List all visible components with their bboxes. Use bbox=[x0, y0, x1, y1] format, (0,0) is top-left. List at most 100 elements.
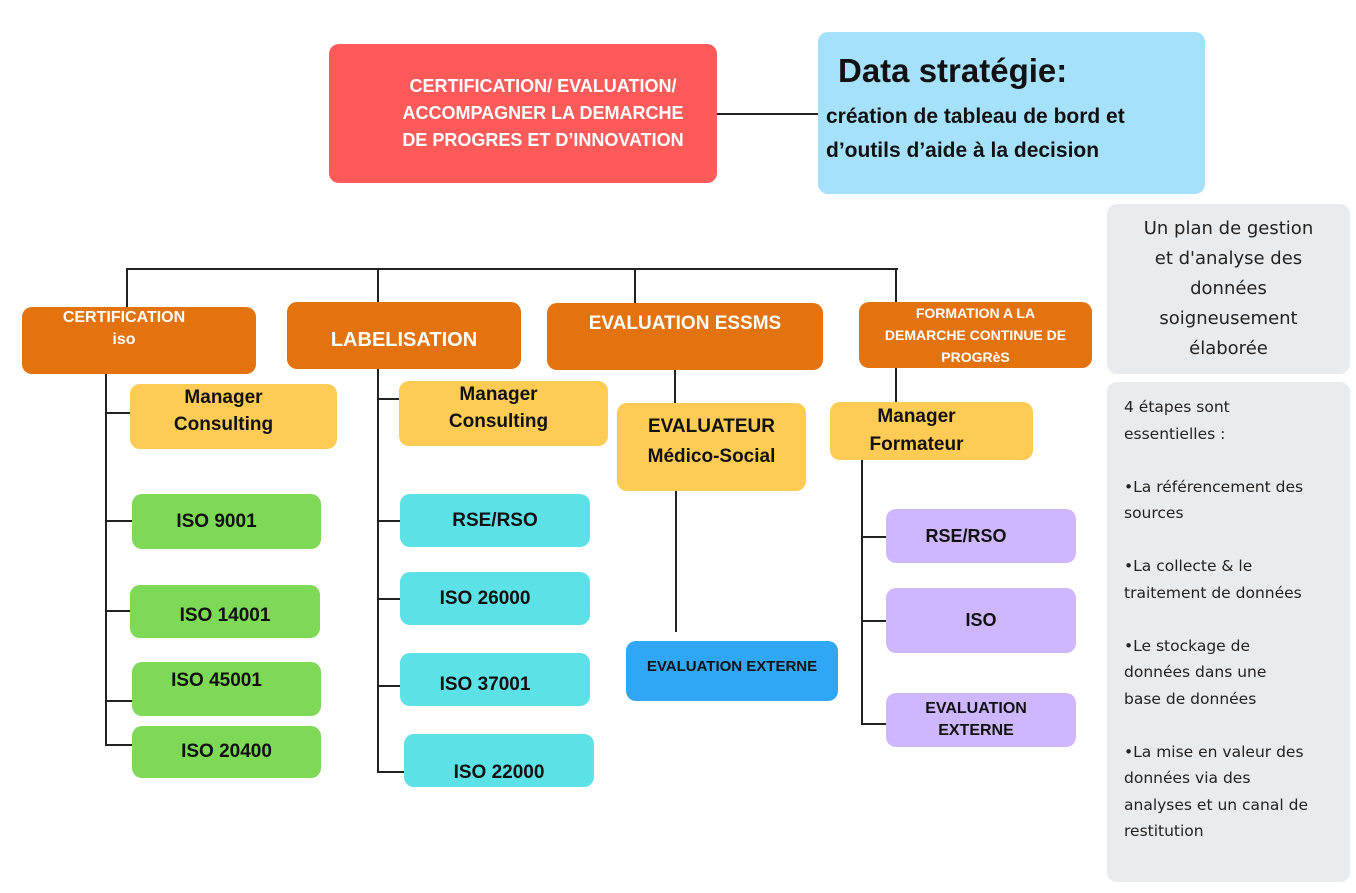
box-text: soigneusement bbox=[1159, 308, 1298, 329]
box-text: EVALUATION ESSMS bbox=[588, 313, 782, 334]
connector bbox=[127, 268, 898, 270]
step-line: •La collecte & le bbox=[1124, 557, 1253, 575]
box-text: et d'analyse des bbox=[1154, 248, 1303, 269]
evaluation-externe-box: EVALUATION EXTERNE bbox=[886, 693, 1076, 747]
connector bbox=[634, 268, 636, 303]
step-line: sources bbox=[1124, 504, 1184, 522]
box-text: ISO 22000 bbox=[453, 762, 545, 783]
data-strategy-title: Data stratégie: bbox=[838, 52, 1068, 89]
step-line: analyses et un canal de bbox=[1124, 795, 1308, 814]
box-text: ISO 45001 bbox=[171, 670, 262, 691]
data-strategy-box: Data stratégie: création de tableau de b… bbox=[818, 32, 1205, 194]
box-text: DEMARCHE CONTINUE DE bbox=[884, 327, 1067, 343]
box-text: PROGRèS bbox=[941, 349, 1010, 365]
step-line: données via des bbox=[1124, 769, 1251, 787]
box-text: d’outils d’aide à la decision bbox=[826, 139, 1100, 162]
iso-37001-box: ISO 37001 bbox=[400, 653, 590, 706]
certification-evaluation-box: CERTIFICATION/ EVALUATION/ACCOMPAGNER LA… bbox=[329, 44, 717, 183]
connector bbox=[126, 268, 128, 307]
connector bbox=[861, 460, 863, 724]
connector bbox=[377, 398, 399, 400]
certification-iso-head: CERTIFICATION iso bbox=[22, 307, 256, 374]
iso-20400-box: ISO 20400 bbox=[132, 726, 321, 778]
box-text: EVALUATION bbox=[925, 700, 1027, 717]
step-line bbox=[1124, 606, 1350, 633]
formation-head: FORMATION A LA DEMARCHE CONTINUE DE PROGRè… bbox=[859, 302, 1092, 368]
evaluateur-box: EVALUATEUR Médico-Social bbox=[617, 403, 806, 491]
step-line: essentielles : bbox=[1124, 424, 1226, 443]
step-line: base de données bbox=[1124, 689, 1257, 708]
step-line: •Le stockage de bbox=[1124, 636, 1251, 655]
connector bbox=[377, 771, 404, 773]
connector bbox=[105, 520, 132, 522]
box-text: iso bbox=[112, 331, 136, 348]
box-text: ISO 26000 bbox=[439, 587, 531, 609]
connector bbox=[675, 491, 677, 632]
iso-26000-box: ISO 26000 bbox=[400, 572, 590, 625]
box-text: Consulting bbox=[173, 414, 274, 435]
connector bbox=[377, 598, 400, 600]
box-text: RSE/RSO bbox=[452, 509, 538, 531]
iso-9001-box: ISO 9001 bbox=[132, 494, 321, 549]
connector bbox=[377, 685, 400, 687]
box-text: EVALUATEUR bbox=[647, 416, 776, 437]
box-text: Médico-Social bbox=[647, 446, 776, 467]
connector bbox=[861, 536, 886, 538]
connector bbox=[674, 370, 676, 403]
box-text: Consulting bbox=[448, 411, 549, 432]
step-line: •La référencement des bbox=[1124, 477, 1304, 496]
iso-14001-box: ISO 14001 bbox=[130, 585, 320, 638]
step-line bbox=[1124, 447, 1350, 474]
step-line bbox=[1124, 712, 1350, 739]
box-text: EXTERNE bbox=[938, 722, 1014, 739]
box-text: ACCOMPAGNER LA DEMARCHE bbox=[402, 103, 684, 123]
plan-box: Un plan de gestion et d'analyse des donnée… bbox=[1107, 204, 1350, 374]
box-text: élaborée bbox=[1189, 338, 1268, 359]
step-line: restitution bbox=[1124, 822, 1204, 840]
rse-rso-box: RSE/RSO bbox=[400, 494, 590, 547]
connector bbox=[105, 744, 132, 746]
iso-45001-box: ISO 45001 bbox=[132, 662, 321, 716]
evaluation-externe-box: EVALUATION EXTERNE bbox=[626, 641, 838, 701]
connector bbox=[105, 700, 132, 702]
labelisation-head: LABELISATION bbox=[287, 302, 521, 369]
box-text: FORMATION A LA bbox=[915, 305, 1036, 321]
box-text: CERTIFICATION/ EVALUATION/ bbox=[409, 76, 677, 96]
box-text: ISO 9001 bbox=[176, 510, 257, 532]
box-text: ISO 37001 bbox=[439, 673, 531, 695]
rse-rso-box: RSE/RSO bbox=[886, 509, 1076, 563]
box-text: création de tableau de bord et bbox=[826, 105, 1125, 128]
box-text: Manager bbox=[459, 384, 538, 405]
box-text: ISO 14001 bbox=[179, 604, 271, 626]
connector bbox=[377, 369, 379, 772]
box-text: ISO bbox=[965, 610, 997, 630]
connector bbox=[105, 374, 107, 745]
box-text: Manager bbox=[877, 406, 956, 427]
connector bbox=[861, 620, 886, 622]
step-line: 4 étapes sont bbox=[1124, 398, 1230, 416]
iso-box: ISO bbox=[886, 588, 1076, 653]
connector bbox=[377, 520, 400, 522]
connector bbox=[105, 610, 130, 612]
box-text: données bbox=[1190, 278, 1267, 299]
step-line: données dans une bbox=[1124, 663, 1267, 681]
box-text: LABELISATION bbox=[330, 329, 478, 351]
box-text: DE PROGRES ET D’INNOVATION bbox=[402, 130, 684, 150]
connector bbox=[717, 113, 818, 115]
evaluation-essms-head: EVALUATION ESSMS bbox=[547, 303, 823, 370]
box-text: Un plan de gestion bbox=[1143, 218, 1314, 239]
connector bbox=[377, 268, 379, 302]
box-text: CERTIFICATION bbox=[62, 309, 186, 326]
box-text: ISO 20400 bbox=[181, 741, 272, 762]
box-text: Formateur bbox=[869, 434, 964, 455]
connector bbox=[895, 368, 897, 402]
step-line bbox=[1124, 527, 1350, 554]
step-line: •La mise en valeur des bbox=[1124, 742, 1304, 761]
connector bbox=[895, 268, 897, 302]
box-text: EVALUATION EXTERNE bbox=[646, 657, 818, 675]
box-text: Manager bbox=[184, 387, 263, 408]
connector bbox=[105, 412, 130, 414]
